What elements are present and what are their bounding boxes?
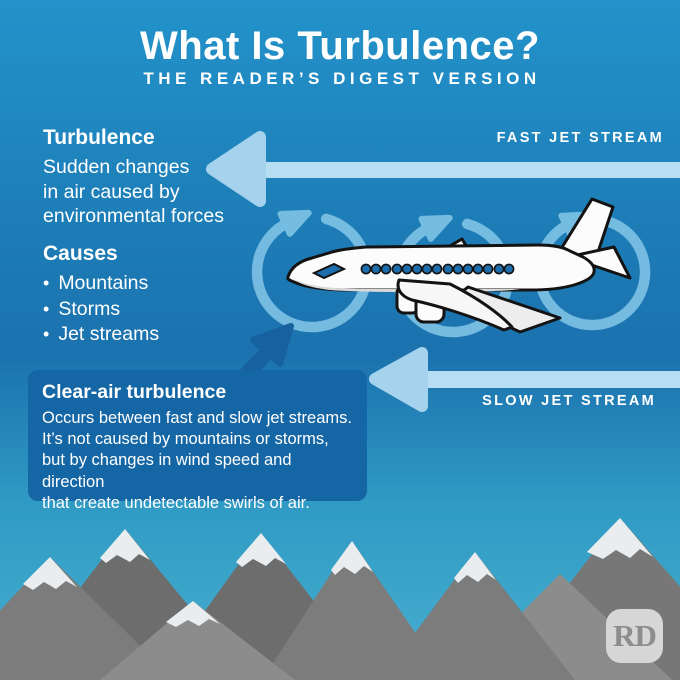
snow-cap <box>100 529 150 563</box>
fast-arrow-shaft <box>252 162 680 178</box>
callout-line: but by changes in wind speed and directi… <box>42 451 292 491</box>
slow-arrow-shaft <box>418 371 680 388</box>
rd-logo: RD <box>606 609 663 663</box>
bullet-icon: • <box>43 273 50 293</box>
airplane-illustration <box>286 197 632 334</box>
snow-cap <box>23 557 77 590</box>
mountain <box>0 557 175 680</box>
definition-heading: Turbulence <box>43 126 155 149</box>
list-item: • Mountains <box>43 271 159 297</box>
cause-label: Storms <box>58 297 121 320</box>
plane-cockpit-window <box>311 262 347 280</box>
plane-stabilizer <box>566 245 632 280</box>
definition-line: Sudden changes <box>43 156 190 178</box>
callout-heading: Clear-air turbulence <box>42 381 227 403</box>
causes-heading: Causes <box>43 242 118 265</box>
mountains <box>0 518 680 680</box>
definition-block: Turbulence Sudden changes in air caused … <box>43 126 224 229</box>
snow-cap <box>454 552 496 583</box>
mountain <box>100 601 295 680</box>
slow-jet-stream-arrow <box>369 347 680 412</box>
definition-line: in air caused by <box>43 180 180 203</box>
callout-line: It’s not caused by mountains or storms, <box>42 430 329 449</box>
fast-arrow-head <box>206 131 266 207</box>
bullet-icon: • <box>43 298 50 319</box>
plane-main-wing <box>396 278 514 332</box>
slow-arrow-head <box>369 347 428 412</box>
plane-windows <box>360 263 515 275</box>
snow-cap <box>587 518 653 559</box>
snow-cap <box>166 601 220 627</box>
snow-cap <box>331 541 373 575</box>
callout-box: Clear-air turbulence Occurs between fast… <box>28 370 367 512</box>
callout-line: that create undetectable swirls of air. <box>42 493 310 512</box>
snow-cap <box>236 533 286 567</box>
page-title: What Is Turbulence? <box>140 24 540 68</box>
callout-line: Occurs between fast and slow jet streams… <box>42 409 352 427</box>
cause-label: Jet streams <box>58 323 160 345</box>
mountain <box>262 541 448 680</box>
slow-jet-stream-label: SLOW JET STREAM <box>482 393 656 409</box>
list-item: • Jet streams <box>43 322 159 348</box>
rd-logo-text: RD <box>613 618 657 653</box>
fast-jet-stream-arrow <box>206 131 680 207</box>
list-item: • Storms <box>43 297 159 323</box>
page-subtitle: THE READER’S DIGEST VERSION <box>143 69 541 88</box>
causes-block: Causes • Mountains • Storms • Jet stream… <box>43 242 159 348</box>
cause-label: Mountains <box>58 272 149 294</box>
definition-line: environmental forces <box>43 205 225 227</box>
bullet-icon: • <box>43 324 50 344</box>
fast-jet-stream-label: FAST JET STREAM <box>496 130 664 146</box>
mountain <box>380 552 575 680</box>
